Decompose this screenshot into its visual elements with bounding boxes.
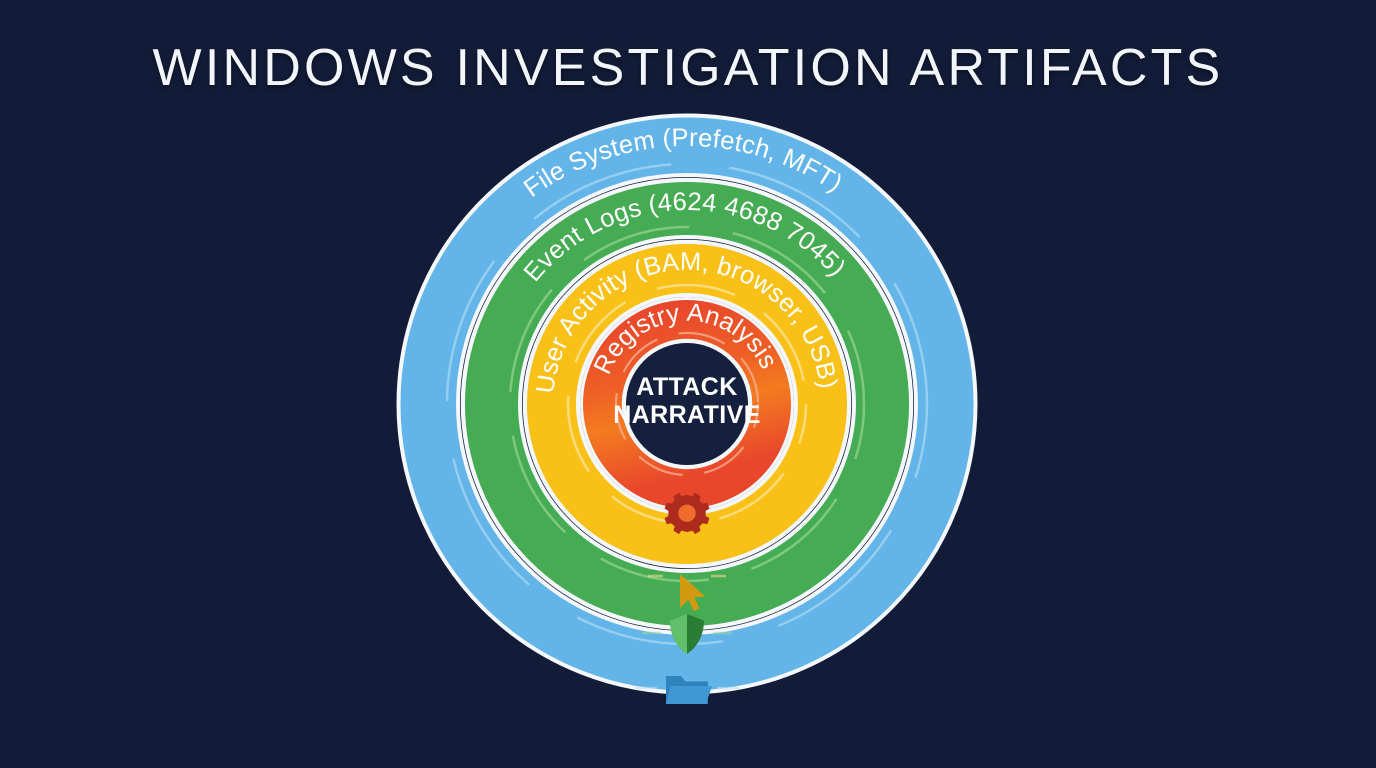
- cursor-icon: [680, 574, 706, 612]
- folder-icon: [666, 676, 712, 704]
- ring-registry-analysis-band: [583, 300, 791, 508]
- center-label-line2: NARRATIVE: [613, 401, 761, 429]
- ring-registry-analysis[interactable]: [580, 297, 794, 511]
- rings-svg: File System (Prefetch, MFT) Event Logs (…: [396, 113, 978, 704]
- icon-dash-marks: [635, 574, 739, 690]
- gear-icon: [664, 492, 710, 535]
- ring-event-logs-inner-outline: [518, 235, 856, 573]
- center-label-line1: ATTACK: [636, 373, 737, 401]
- ring-user-activity-band: [527, 244, 847, 564]
- ring-file-system-band: [400, 117, 974, 691]
- center-disc[interactable]: [626, 343, 748, 465]
- shield-icon: [670, 614, 704, 654]
- onion-ring-diagram: File System (Prefetch, MFT) Event Logs (…: [395, 112, 979, 704]
- page-title: WINDOWS INVESTIGATION ARTIFACTS: [152, 39, 1224, 97]
- ring-registry-analysis-inner-outline: [621, 338, 753, 470]
- ring-user-activity-outline: [522, 239, 852, 569]
- ring-user-activity-stripe: [566, 283, 808, 525]
- ring-user-activity[interactable]: [522, 239, 852, 569]
- ring-registry-analysis-stripe: [614, 331, 760, 477]
